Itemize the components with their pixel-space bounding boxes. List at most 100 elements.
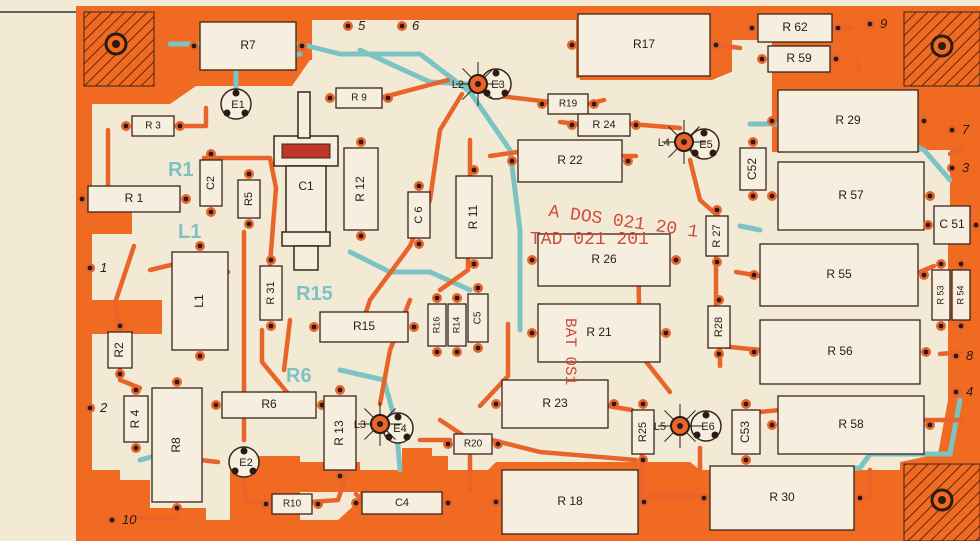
component-label: R 59 bbox=[786, 51, 812, 65]
component-label: C52 bbox=[745, 158, 759, 180]
terminals-layer: 5 6 9 7 3 8 4 2 1 10 bbox=[85, 16, 974, 527]
terminal-label: 9 bbox=[880, 16, 887, 31]
terminal-label: 3 bbox=[962, 160, 970, 175]
component-r6: R6 bbox=[211, 391, 327, 419]
component-r4: R 4 bbox=[123, 385, 149, 453]
transistor-label: E1 bbox=[231, 99, 244, 111]
component-r27: R 27 bbox=[705, 205, 729, 267]
component-r11: R 11 bbox=[455, 165, 493, 269]
component-label: R6 bbox=[261, 397, 277, 411]
component-label: R15 bbox=[353, 319, 375, 333]
component-label: R 4 bbox=[128, 409, 142, 428]
component-r1: R 1 bbox=[77, 185, 191, 213]
component-r54: R 54 bbox=[951, 259, 971, 331]
stamp-line-3: BAT 0S1 bbox=[561, 318, 579, 385]
component-r23: R 23 bbox=[491, 379, 619, 429]
component-r25: R25 bbox=[631, 399, 655, 465]
transistor-e6: E6 bbox=[690, 410, 722, 442]
terminal-3: 3 bbox=[947, 160, 970, 175]
component-label: R 3 bbox=[145, 121, 161, 132]
component-label: C2 bbox=[205, 176, 217, 190]
component-label: R 54 bbox=[955, 285, 965, 304]
component-r53: R 53 bbox=[931, 259, 951, 331]
component-label: R8 bbox=[169, 437, 183, 453]
component-label: R28 bbox=[713, 317, 725, 337]
terminal-label: 10 bbox=[122, 512, 137, 527]
component-label: R 12 bbox=[353, 176, 367, 202]
transistor-e2: E2 bbox=[228, 446, 260, 478]
component-r22: R 22 bbox=[507, 139, 633, 183]
transistor-label: E4 bbox=[393, 423, 406, 435]
component-r7: R7 bbox=[189, 21, 307, 71]
component-r58: R 58 bbox=[767, 395, 935, 455]
transistor-label: E6 bbox=[701, 421, 714, 433]
mounting-pads bbox=[83, 11, 980, 541]
coil-l5: L5 bbox=[654, 404, 702, 448]
component-label: R 24 bbox=[592, 119, 615, 131]
terminal-2: 2 bbox=[85, 400, 108, 415]
component-label: R20 bbox=[464, 439, 483, 450]
component-label: R5 bbox=[243, 192, 255, 206]
silkscreen-label: L1 bbox=[178, 221, 201, 243]
transistor-label: E5 bbox=[699, 139, 712, 151]
component-label: R7 bbox=[240, 38, 256, 52]
terminal-9: 9 bbox=[865, 16, 887, 31]
component-r30: R 30 bbox=[699, 465, 865, 531]
component-r13: R 13 bbox=[323, 385, 357, 481]
silkscreen-label: R15 bbox=[296, 283, 333, 305]
component-c4: C4 bbox=[351, 491, 453, 515]
component-label: R 27 bbox=[711, 224, 723, 247]
component-label: R 21 bbox=[586, 325, 612, 339]
component-r29: R 29 bbox=[767, 89, 929, 153]
component-r62: R 62 bbox=[747, 13, 843, 43]
terminal-5: 5 bbox=[343, 18, 366, 33]
coil-label: L2 bbox=[452, 79, 464, 91]
component-r18: R 18 bbox=[491, 469, 649, 535]
terminal-4: 4 bbox=[951, 384, 973, 399]
terminal-label: 8 bbox=[966, 348, 974, 363]
component-r12: R 12 bbox=[343, 137, 379, 241]
terminal-7: 7 bbox=[947, 122, 970, 137]
component-r20: R20 bbox=[443, 433, 503, 455]
component-label: C53 bbox=[738, 421, 752, 443]
silkscreen-label: R1 bbox=[168, 159, 194, 181]
component-label: L1 bbox=[192, 294, 206, 308]
component-label: R 62 bbox=[782, 20, 808, 34]
component-label: C4 bbox=[395, 497, 409, 509]
component-label: R 26 bbox=[591, 252, 617, 266]
component-label: R 57 bbox=[838, 188, 864, 202]
terminal-label: 6 bbox=[412, 18, 420, 33]
component-r56: R 56 bbox=[749, 319, 931, 385]
terminal-1: 1 bbox=[85, 260, 107, 275]
coil-label: L3 bbox=[354, 419, 366, 431]
component-c6: C 6 bbox=[407, 181, 431, 249]
component-label: R 29 bbox=[835, 113, 861, 127]
terminal-6: 6 bbox=[397, 18, 420, 33]
component-label: R 30 bbox=[769, 490, 795, 504]
component-label: R2 bbox=[112, 342, 126, 358]
component-r26: R 26 bbox=[527, 233, 681, 287]
terminal-8: 8 bbox=[951, 348, 974, 363]
terminal-10: 10 bbox=[107, 512, 137, 527]
component-c5: C5 bbox=[467, 283, 489, 353]
connector-c1: C1 bbox=[273, 91, 339, 271]
terminal-label: 7 bbox=[962, 122, 970, 137]
coil-label: L5 bbox=[654, 421, 666, 433]
silkscreen-label: R6 bbox=[286, 365, 312, 387]
component-label: C5 bbox=[473, 311, 484, 324]
component-label: R 56 bbox=[827, 344, 853, 358]
component-label: C 6 bbox=[413, 206, 425, 223]
transistor-label: E2 bbox=[239, 457, 252, 469]
component-r15: R15 bbox=[309, 311, 419, 343]
component-label: R19 bbox=[559, 99, 578, 110]
component-r9: R 9 bbox=[325, 87, 393, 109]
component-label: R 23 bbox=[542, 396, 568, 410]
component-c53: C53 bbox=[731, 399, 761, 465]
component-label: R 53 bbox=[935, 285, 945, 304]
component-label: R16 bbox=[431, 317, 441, 334]
component-c52: C52 bbox=[739, 137, 767, 201]
component-r8: R8 bbox=[151, 377, 203, 513]
component-label: C 51 bbox=[939, 217, 965, 231]
component-r16: R16 bbox=[427, 293, 447, 357]
